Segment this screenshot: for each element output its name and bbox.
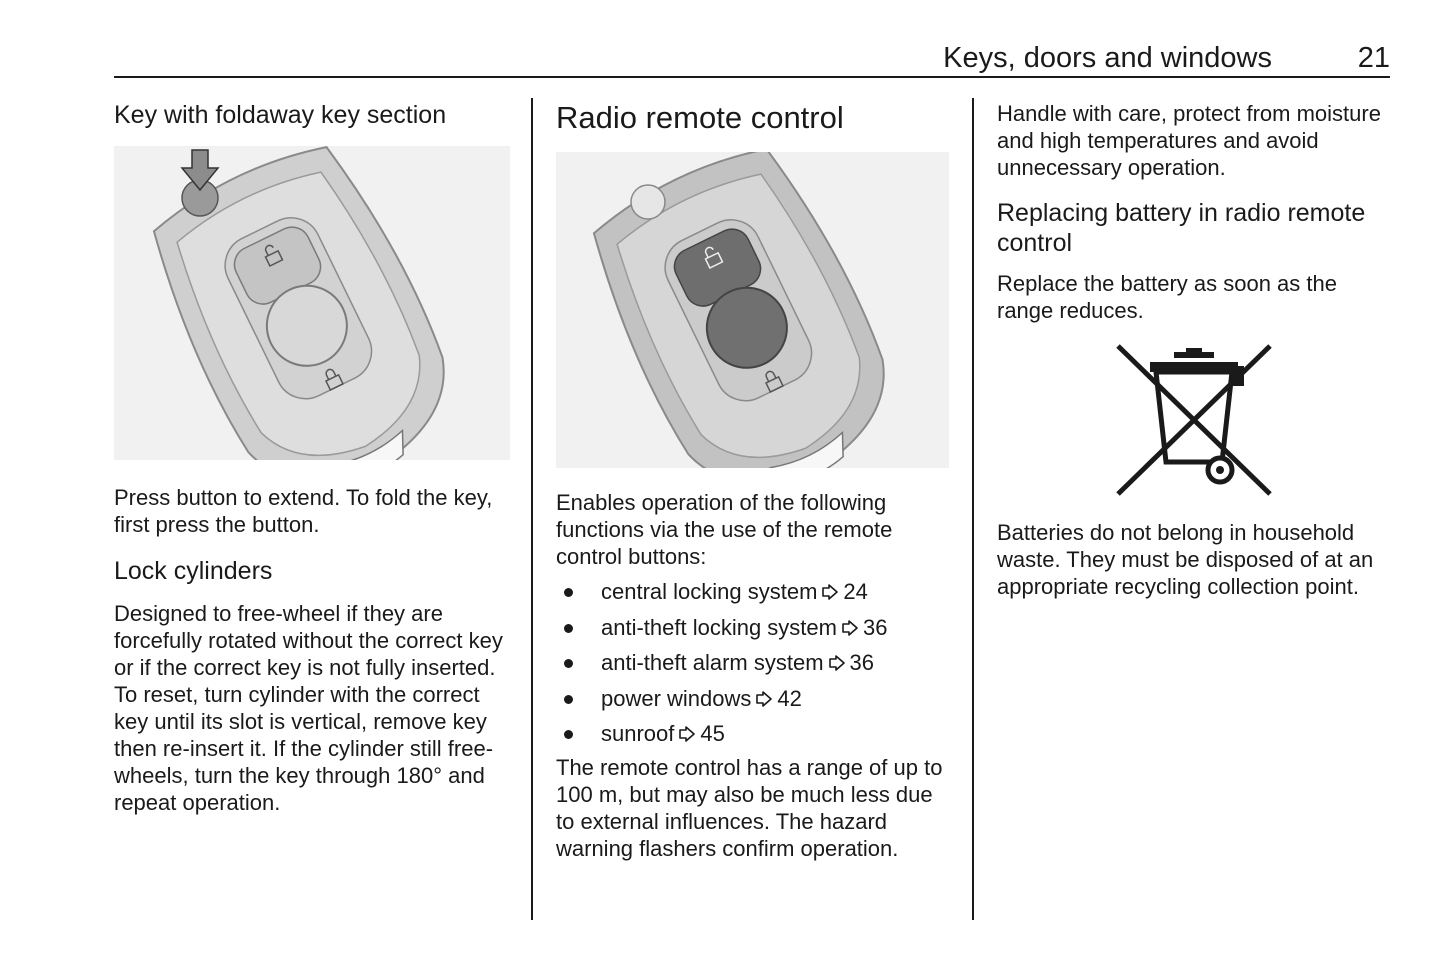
bullet-icon (564, 730, 573, 739)
list-item: central locking system 24 (556, 578, 956, 605)
radio-remote-control-heading: Radio remote control (556, 100, 844, 135)
cross-reference-arrow-icon (822, 584, 839, 600)
lock-cylinders-heading: Lock cylinders (114, 557, 273, 585)
bullet-icon (564, 623, 573, 633)
crossed-out-wheelie-bin-icon (1114, 342, 1274, 498)
column-1-text: Press button to extend. To fold the key,… (114, 484, 514, 816)
list-item-text: anti-theft locking system (601, 614, 837, 640)
radio-remote-figure (556, 147, 949, 484)
key-foldaway-figure (114, 145, 510, 482)
page-reference-link[interactable]: 36 (862, 614, 888, 640)
remote-functions-list: central locking system 24 anti-theft lock… (556, 578, 956, 747)
page-reference-link[interactable]: 42 (777, 685, 802, 711)
cross-reference-arrow-icon (756, 690, 773, 707)
page-reference-link[interactable]: 24 (843, 579, 868, 604)
list-item: anti-theft alarm system 36 (556, 649, 956, 676)
battery-disposal-note: Batteries do not belong in household was… (997, 520, 1374, 599)
handling-care-note: Handle with care, protect from moisture … (997, 101, 1381, 180)
list-item: sunroof 45 (556, 720, 956, 747)
column-1-heading-block: Key with foldaway key section (114, 100, 514, 130)
page-number: 21 (1357, 42, 1390, 74)
replace-battery-instruction: Replace the battery as soon as the range… (997, 271, 1337, 323)
key-foldaway-heading: Key with foldaway key section (114, 101, 447, 129)
replacing-battery-heading: Replacing battery in radio remote contro… (997, 199, 1366, 257)
page-reference-link[interactable]: 36 (849, 650, 874, 675)
list-item: anti-theft locking system 36 (556, 614, 956, 641)
lock-cylinders-description: Designed to free-wheel if they are force… (114, 601, 503, 815)
column-2-text: Enables operation of the following funct… (556, 489, 956, 862)
cross-reference-arrow-icon (842, 619, 858, 636)
list-item-text: anti-theft alarm system (601, 650, 824, 675)
bullet-icon (564, 659, 573, 668)
cross-reference-arrow-icon (679, 726, 696, 742)
list-item-text: sunroof (601, 721, 675, 746)
column-2-heading-block: Radio remote control (556, 100, 956, 136)
key-foldaway-instructions: Press button to extend. To fold the key,… (114, 485, 493, 537)
cross-reference-arrow-icon (828, 655, 845, 671)
remote-control-intro: Enables operation of the following funct… (556, 490, 893, 569)
column-3-text-top: Handle with care, protect from moisture … (997, 100, 1397, 324)
bullet-icon (564, 694, 573, 704)
list-item-text: power windows (601, 685, 752, 711)
page-reference-link[interactable]: 45 (700, 721, 725, 746)
running-header-title: Keys, doors and windows (943, 42, 1272, 74)
list-item-text: central locking system (601, 579, 818, 604)
column-3-text-bottom: Batteries do not belong in household was… (997, 519, 1397, 600)
column-divider-right (972, 98, 974, 920)
remote-range-description: The remote control has a range of up to … (556, 754, 943, 861)
column-divider-left (531, 98, 533, 920)
list-item: power windows 42 (556, 685, 956, 712)
bullet-icon (564, 588, 573, 597)
header-rule (114, 76, 1390, 78)
